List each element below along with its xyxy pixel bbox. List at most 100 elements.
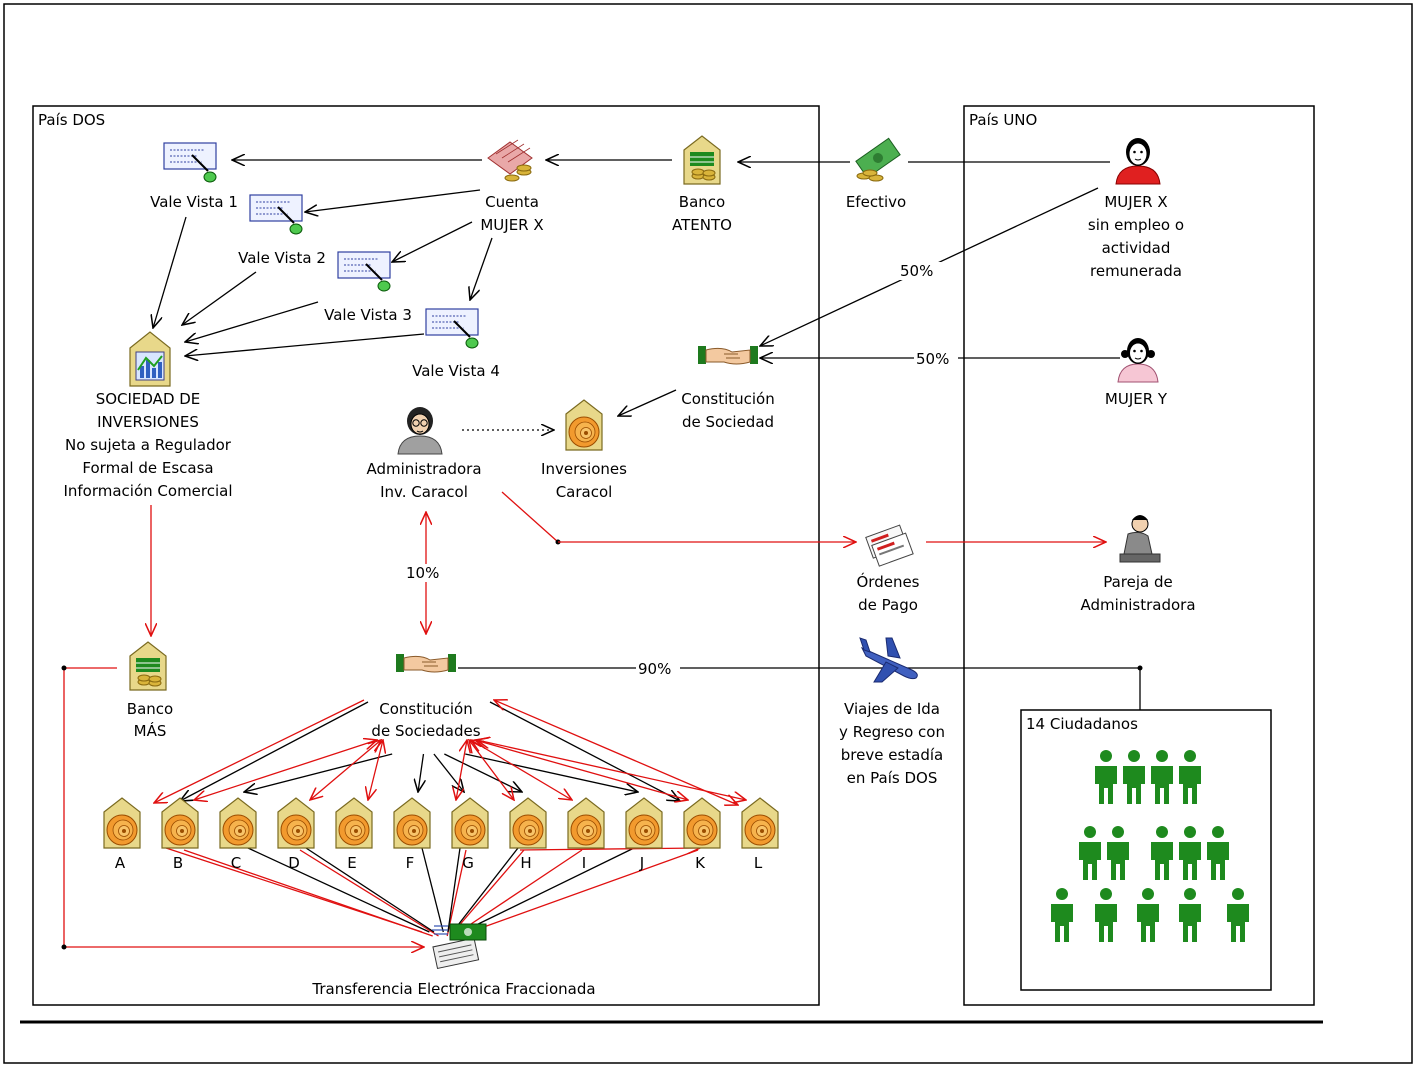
edge-cuenta-vale4 [470, 237, 493, 300]
handshake-icon [395, 653, 457, 673]
transfer-edge-red [458, 849, 699, 937]
black-fan-edge [433, 753, 464, 792]
label-efectivo: Efectivo [846, 193, 906, 211]
snail-company-icon [683, 797, 721, 849]
cheque-icon [163, 142, 217, 183]
company-label: I [582, 854, 586, 872]
transfer-edge-red [519, 848, 700, 850]
region-pais-uno-label: País UNO [969, 111, 1037, 129]
label-bg [898, 262, 942, 280]
label-sociedad-5: Información Comercial [63, 482, 232, 500]
junction-left-top [61, 665, 67, 671]
snail-company-icon [509, 797, 547, 849]
label-transferencia: Transferencia Electrónica Fraccionada [311, 980, 595, 998]
label-sociedad-2: INVERSIONES [97, 413, 199, 431]
snail-company-icon [393, 797, 431, 849]
edge-label-90: 90% [638, 660, 671, 678]
citizen-icon [1051, 888, 1073, 942]
label-administradora-1: Administradora [366, 460, 481, 478]
snail-company-icon [451, 797, 489, 849]
label-viajes-4: en País DOS [847, 769, 938, 787]
snail-company-icon [567, 797, 605, 849]
label-sociedad-4: Formal de Escasa [82, 459, 213, 477]
edge-label-50-x: 50% [900, 262, 933, 280]
company-label: C [231, 854, 241, 872]
label-viajes-1: Viajes de Ida [844, 700, 940, 718]
transfer-edge-black [305, 847, 435, 933]
label-mujer-x-3: actividad [1102, 239, 1171, 257]
citizens-group [1051, 750, 1249, 942]
black-fan-edge [180, 701, 369, 801]
red-flows [61, 491, 1107, 950]
investment-company-icon [129, 331, 171, 387]
handshake-icon [697, 345, 759, 365]
transfer-edge-black [447, 847, 461, 933]
edge-vale2-sociedad [182, 271, 257, 325]
label-viajes-2: y Regreso con [839, 723, 945, 741]
junction-ciudadanos [1137, 665, 1143, 671]
label-viajes-3: breve estadía [841, 746, 943, 764]
transfer-edge-black [461, 847, 635, 933]
citizen-icon [1107, 826, 1129, 880]
citizen-icon [1095, 888, 1117, 942]
administrator-icon [397, 406, 443, 455]
snail-company-icon [161, 797, 199, 849]
company-label: B [173, 854, 183, 872]
snail-company-icon [625, 797, 663, 849]
edge-label-50-y: 50% [916, 350, 949, 368]
snail-company-icon [741, 797, 779, 849]
citizen-icon [1179, 888, 1201, 942]
label-sociedad-3: No sujeta a Regulador [65, 436, 232, 454]
label-inversiones-caracol-1: Inversiones [541, 460, 627, 478]
label-inversiones-caracol-2: Caracol [556, 483, 613, 501]
electronic-transfer-icon [431, 923, 487, 970]
citizen-icon [1227, 888, 1249, 942]
snail-company-icon [277, 797, 315, 849]
label-pareja-2: Administradora [1080, 596, 1195, 614]
black-fan-edge [418, 753, 423, 792]
label-pareja-1: Pareja de [1103, 573, 1173, 591]
company-label: F [406, 854, 415, 872]
label-constitucion-sociedad-2: de Sociedad [682, 413, 774, 431]
label-mujer-x-1: MUJER X [1104, 193, 1167, 211]
edge-vale4-sociedad [185, 333, 425, 356]
label-vale-vista-3: Vale Vista 3 [324, 306, 412, 324]
airplane-icon [859, 637, 918, 683]
citizen-icon [1207, 826, 1229, 880]
citizen-icon [1151, 826, 1173, 880]
seated-person-icon [1119, 514, 1161, 563]
bank-icon [683, 135, 721, 185]
edge-label-10: 10% [406, 564, 439, 582]
label-cuenta-2: MUJER X [480, 216, 543, 234]
label-administradora-2: Inv. Caracol [380, 483, 468, 501]
transfer-edge-red [449, 849, 525, 937]
company-label: E [347, 854, 356, 872]
citizen-icon [1179, 826, 1201, 880]
company-label: K [695, 854, 706, 872]
cheque-icon [249, 194, 303, 235]
edge-cuenta-vale3 [392, 221, 473, 262]
label-cuenta-1: Cuenta [485, 193, 539, 211]
cheque-icon [425, 308, 479, 349]
citizen-icon [1137, 888, 1159, 942]
red-fan-edge [368, 740, 383, 800]
black-fan-edge [489, 701, 680, 801]
payment-orders-icon [865, 524, 914, 567]
black-flows [153, 160, 1143, 710]
label-mujer-x-2: sin empleo o [1088, 216, 1184, 234]
transfer-edge-red [165, 847, 423, 933]
junction-left-bottom [61, 944, 67, 950]
transfer-edge-black [247, 847, 430, 933]
citizen-icon [1151, 750, 1173, 804]
label-vale-vista-2: Vale Vista 2 [238, 249, 326, 267]
label-banco-mas-2: MÁS [134, 721, 167, 740]
citizen-icon [1123, 750, 1145, 804]
label-bg [636, 660, 680, 678]
red-fan-edges [154, 700, 746, 805]
label-ordenes-2: de Pago [858, 596, 918, 614]
citizen-icon [1179, 750, 1201, 804]
outer-frame [3, 3, 1413, 1064]
